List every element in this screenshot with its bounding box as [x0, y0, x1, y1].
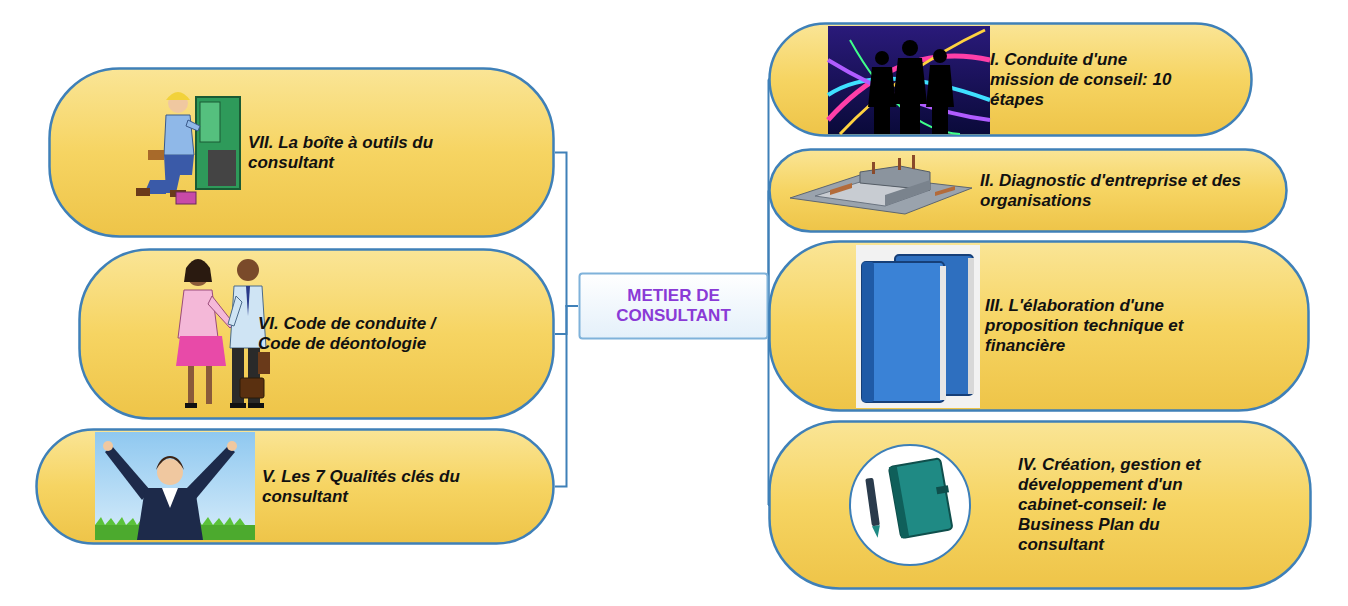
branch-connector	[555, 153, 578, 307]
central-topic: METIER DE CONSULTANT	[578, 272, 769, 340]
notebook-picture	[850, 445, 970, 565]
success-picture	[95, 432, 255, 540]
branch-pill: VI. Code de conduite / Code de déontolog…	[78, 248, 555, 420]
book-picture	[856, 245, 980, 408]
outline	[80, 250, 554, 419]
text-block: I. Conduite d'une mission de conseil: 10…	[990, 50, 1185, 110]
outline	[770, 24, 1252, 136]
outline	[50, 69, 554, 237]
text-block: VI. Code de conduite / Code de déontolog…	[258, 314, 438, 354]
branch-pill: II. Diagnostic d'entreprise et des organ…	[768, 148, 1288, 233]
branch-pill: IV. Création, gestion et développement d…	[768, 420, 1312, 590]
outline	[770, 422, 1311, 589]
text-block: III. L'élaboration d'une proposition tec…	[985, 296, 1230, 356]
branch-label: II. Diagnostic d'entreprise et des organ…	[980, 171, 1242, 211]
text-block: IV. Création, gestion et développement d…	[1018, 455, 1240, 555]
outline	[37, 430, 554, 544]
handshake-picture	[176, 259, 270, 408]
outline	[580, 274, 768, 339]
branch-label: VII. La boîte à outils du consultant	[248, 133, 493, 173]
branch-pill: III. L'élaboration d'une proposition tec…	[768, 240, 1310, 412]
branch-label: I. Conduite d'une mission de conseil: 10…	[990, 50, 1185, 110]
branch-label: IV. Création, gestion et développement d…	[1018, 455, 1240, 555]
topic-label: METIER DE CONSULTANT	[611, 286, 736, 326]
text-block: II. Diagnostic d'entreprise et des organ…	[980, 171, 1242, 211]
outline	[770, 242, 1309, 411]
branch-pill: I. Conduite d'une mission de conseil: 10…	[768, 22, 1253, 137]
text-block: VII. La boîte à outils du consultant	[248, 133, 493, 173]
branch-pill: V. Les 7 Qualités clés du consultant	[35, 428, 555, 545]
factory-picture	[790, 155, 972, 214]
branch-label: V. Les 7 Qualités clés du consultant	[262, 467, 502, 507]
worker-picture	[136, 92, 240, 204]
branch-label: III. L'élaboration d'une proposition tec…	[985, 296, 1230, 356]
branch-connector	[555, 306, 578, 487]
branch-pill: VII. La boîte à outils du consultant	[48, 67, 555, 238]
outline	[770, 150, 1287, 232]
text-block: METIER DE CONSULTANT	[578, 286, 769, 326]
business-picture	[828, 26, 990, 134]
text-block: V. Les 7 Qualités clés du consultant	[262, 467, 502, 507]
branch-connector	[555, 306, 578, 334]
branch-label: VI. Code de conduite / Code de déontolog…	[258, 314, 438, 354]
